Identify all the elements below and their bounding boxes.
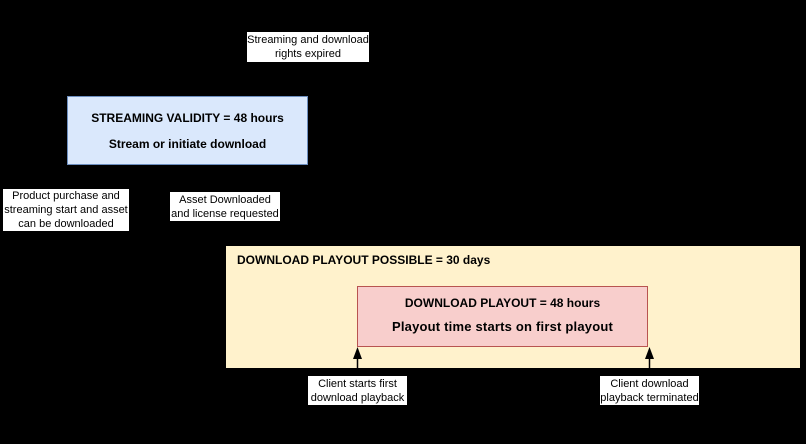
product-purchase-label-line3: can be downloaded — [18, 218, 114, 230]
product-purchase-label: Product purchase and streaming start and… — [3, 189, 129, 231]
product-purchase-label-line2: streaming start and asset — [4, 204, 128, 216]
streaming-validity-box: STREAMING VALIDITY = 48 hours Stream or … — [67, 96, 308, 165]
client-first-playback-label-line1: Client starts first — [318, 377, 397, 390]
download-playout-possible-box: DOWNLOAD PLAYOUT POSSIBLE = 30 days — [225, 245, 801, 369]
rights-expired-label-line1: Streaming and download — [247, 34, 369, 46]
asset-downloaded-label-line2: and license requested — [171, 207, 279, 220]
streaming-validity-subtitle: Stream or initiate download — [108, 136, 267, 151]
client-playback-terminated-label: Client download playback terminated — [600, 376, 699, 405]
download-playout-possible-title: DOWNLOAD PLAYOUT POSSIBLE = 30 days — [237, 253, 491, 267]
client-first-playback-label: Client starts first download playback — [308, 376, 407, 405]
download-playout-subtitle: Playout time starts on first playout — [391, 319, 613, 334]
asset-downloaded-label-line1: Asset Downloaded — [179, 193, 271, 206]
streaming-validity-title: STREAMING VALIDITY = 48 hours — [91, 110, 284, 125]
rights-expired-label-line2: rights expired — [274, 48, 342, 60]
client-first-playback-label-line2: download playback — [310, 391, 405, 404]
rights-expired-label: Streaming and download rights expired — [247, 32, 369, 62]
product-purchase-label-line1: Product purchase and — [12, 190, 120, 202]
download-playout-box: DOWNLOAD PLAYOUT = 48 hours Playout time… — [357, 286, 648, 347]
download-playout-title: DOWNLOAD PLAYOUT = 48 hours — [404, 296, 601, 310]
client-playback-terminated-label-line1: Client download — [610, 377, 689, 390]
asset-downloaded-label: Asset Downloaded and license requested — [170, 192, 280, 221]
client-playback-terminated-label-line2: playback terminated — [600, 391, 699, 404]
